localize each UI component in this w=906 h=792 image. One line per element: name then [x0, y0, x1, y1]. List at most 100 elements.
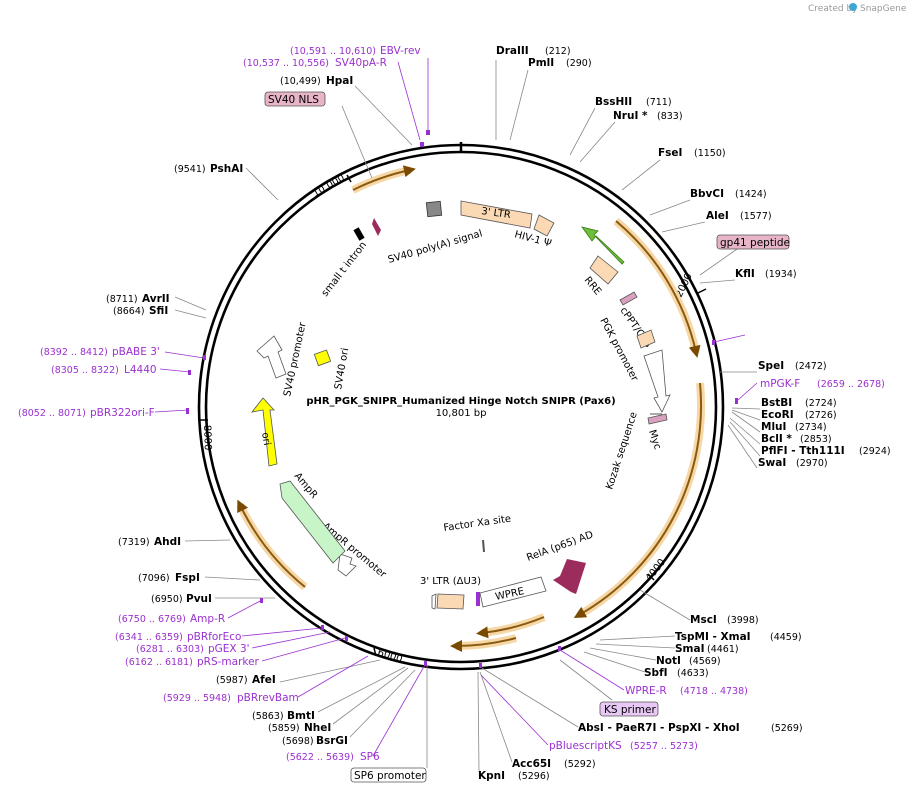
pgk-box	[636, 329, 656, 349]
orf-arc-inner1	[476, 616, 545, 639]
site-ecori-name: EcoRI	[761, 409, 794, 421]
leader-swai	[727, 424, 758, 469]
site-bsrgi-name: BsrGI	[316, 735, 348, 747]
site-alei-name: AleI	[706, 210, 729, 222]
leader-msCV	[713, 334, 746, 343]
site-avrii-name: AvrII	[142, 293, 170, 305]
rela-label: RelA (p65) AD	[525, 529, 595, 563]
site-absi-pos: (5269)	[771, 723, 803, 734]
leader-mlui	[731, 411, 761, 433]
leader-nrui	[579, 121, 616, 163]
site-avrii-pos: (8711)	[106, 294, 138, 305]
orf-arc-top	[352, 165, 416, 191]
leader-bmti	[317, 666, 406, 713]
orf-arc-left-glow	[236, 503, 308, 591]
mark-sv40pa	[420, 142, 424, 147]
site-fspi-pos: (7096)	[138, 573, 170, 584]
site-swai-name: SwaI	[758, 457, 786, 469]
leader-afei	[279, 659, 381, 683]
site-ahdi-name: AhdI	[154, 536, 181, 548]
site-tspmi-name: TspMI - XmaI	[675, 631, 751, 643]
site-draiii-name: DraIII	[496, 45, 529, 57]
leader-ahdi	[184, 539, 231, 542]
cppt-box	[619, 291, 638, 306]
sv40-polya-box	[425, 200, 443, 218]
site-bsrgi-pos: (5698)	[282, 736, 314, 747]
leader-ks	[559, 659, 613, 701]
leader-pflfi	[729, 421, 761, 457]
leader-pbrrev	[297, 655, 369, 698]
site-noti-name: NotI	[656, 655, 681, 667]
mark-ebv	[426, 130, 430, 135]
primer-pbrrev-name: pBRrevBam	[237, 692, 299, 704]
orf-arc-inner2	[450, 637, 517, 652]
leader-pgex	[251, 631, 331, 649]
site-sfii-name: SfiI	[149, 305, 168, 317]
leader-sfii	[174, 309, 207, 319]
primer-sp6-name: SP6	[360, 751, 380, 763]
leader-prs	[261, 637, 346, 662]
leader-pshai	[245, 167, 279, 201]
enzyme-leader-lines	[174, 60, 761, 773]
sv40-promoter-label: SV40 promoter	[282, 321, 309, 398]
site-bsshii-name: BssHII	[595, 96, 632, 108]
leader-wprer	[559, 649, 625, 691]
tick-10000: 10,000	[311, 173, 347, 200]
site-hpai-name: HpaI	[326, 75, 353, 87]
primer-pbabe-name: pBABE 3'	[112, 346, 160, 358]
primer-l4440-name: L4440	[124, 364, 157, 376]
site-bmti-pos: (5863)	[252, 711, 284, 722]
mark-pbr322	[186, 408, 189, 414]
leader-mpgk	[737, 382, 758, 401]
site-fsei-pos: (1150)	[694, 148, 726, 159]
leader-bstbi	[731, 407, 761, 410]
leader-sv40pa	[397, 61, 421, 141]
leader-fspi	[204, 576, 261, 581]
plasmid-size: 10,801 bp	[436, 408, 487, 419]
leader-nhei	[332, 667, 409, 725]
myc-box	[647, 413, 668, 425]
ori-arrow	[251, 397, 278, 467]
site-bbvci-pos: (1424)	[735, 189, 767, 200]
site-afei-pos: (5987)	[216, 675, 248, 686]
site-nhei-name: NheI	[304, 722, 331, 734]
leader-pbrfor	[241, 627, 323, 637]
primer-sp6-pos: (5622 .. 5639)	[286, 752, 354, 763]
ampr-promoter-arrow	[337, 553, 357, 577]
orf-arcs	[236, 165, 706, 652]
leader-smai	[595, 643, 676, 649]
site-kfli-pos: (1934)	[765, 269, 797, 280]
site-msci-pos: (3998)	[727, 615, 759, 626]
primer-prs-pos: (6162 .. 6181)	[125, 657, 193, 668]
leader-ampr-primer	[227, 599, 263, 619]
leader-bsshii	[569, 107, 596, 156]
sv40-polya-label: SV40 poly(A) signal	[387, 228, 484, 265]
site-bstbi-pos: (2724)	[805, 398, 837, 409]
primer-sv40pa-pos: (10,537 .. 10,556)	[243, 58, 329, 69]
tick-8000: 8000	[201, 425, 213, 451]
leader-sp6	[372, 662, 427, 757]
three-ltr-box	[460, 200, 533, 229]
gp41-feature-arrow	[581, 226, 625, 265]
site-pflfi-name: PflFI - Tth111I	[761, 445, 845, 457]
site-nhei-pos: (5859)	[268, 723, 300, 734]
mark-l4440	[188, 370, 191, 375]
mark-msCV	[712, 340, 715, 345]
primer-mpgk-pos: (2659 .. 2678)	[817, 379, 885, 390]
tick-6000-mark	[373, 647, 377, 657]
site-bstbi-name: BstBI	[761, 397, 792, 409]
primer-pbr322-pos: (8052 .. 8071)	[18, 408, 86, 419]
leader-pbabe	[164, 351, 205, 359]
wpre-box	[479, 576, 547, 608]
leader-avrii	[174, 296, 207, 311]
mark-sp6	[424, 661, 427, 666]
wpre-primer-mark	[476, 592, 480, 606]
site-absi-name: AbsI - PaeR7I - PspXI - XhoI	[578, 722, 740, 734]
tick-4000-mark	[647, 573, 655, 581]
site-spei-pos: (2472)	[795, 361, 827, 372]
site-hpai-pos: (10,499)	[280, 76, 321, 87]
mark-pbks	[479, 663, 482, 668]
leader-pbr322	[154, 409, 189, 413]
leader-bbvci	[649, 199, 691, 216]
